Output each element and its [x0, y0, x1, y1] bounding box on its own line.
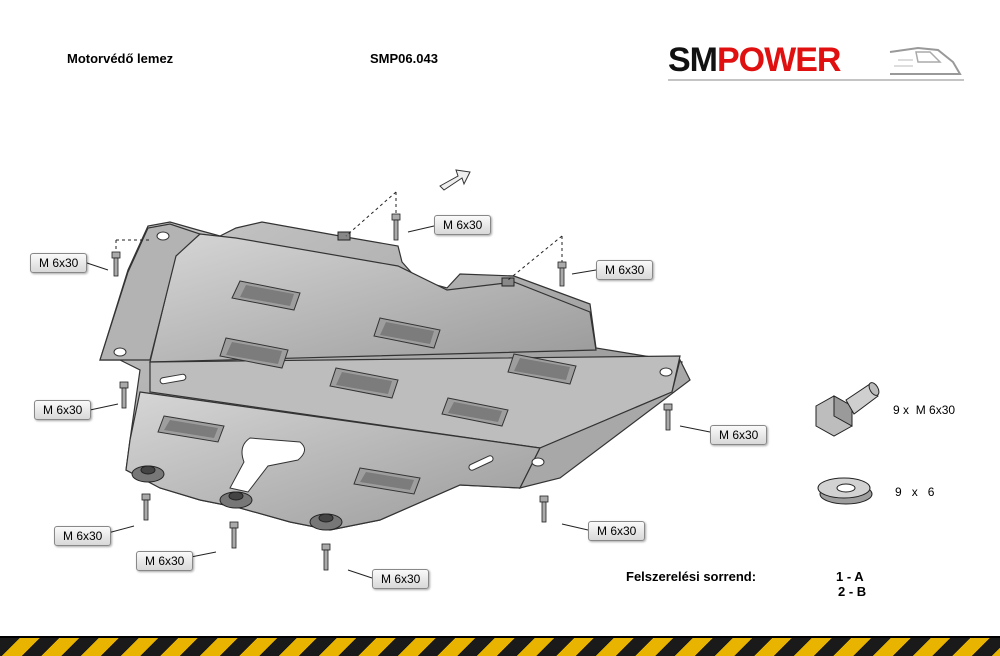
bolt-quantity: 9 x M 6x30 — [893, 403, 956, 417]
callout-bottom-left: M 6x30 — [54, 526, 112, 546]
bolt-markers — [111, 213, 673, 571]
document-title: Motorvédő lemez — [67, 51, 174, 66]
callout-left-top: M 6x30 — [30, 253, 88, 273]
callout-center-top: M 6x30 — [434, 215, 492, 235]
washer-quantity: 9 x 6 — [895, 485, 935, 499]
brand-logo: SMPOWER — [668, 40, 968, 82]
part-code: SMP06.043 — [370, 51, 438, 66]
callout-bottom-center: M 6x30 — [372, 569, 430, 589]
rubber-mounts — [131, 231, 515, 531]
car-silhouette-icon — [668, 46, 964, 81]
callout-right-mid: M 6x30 — [710, 425, 768, 445]
callout-left-mid: M 6x30 — [34, 400, 92, 420]
sequence-label: Felszerelési sorrend: — [626, 569, 757, 584]
hazard-stripe-border — [0, 636, 1000, 656]
brand-power: POWER — [717, 41, 841, 79]
callout-bottom-center-left: M 6x30 — [136, 551, 194, 571]
washer-size: 6 — [927, 485, 935, 499]
bolt-size: M 6x30 — [915, 403, 956, 417]
drain-cutout — [229, 437, 305, 493]
forward-direction-arrow-icon — [439, 169, 471, 191]
sequence-step-1: 1 - A — [836, 569, 864, 584]
leader-lines — [115, 191, 563, 281]
bolt-part-icon — [815, 382, 880, 437]
callout-right-top: M 6x30 — [596, 260, 654, 280]
washer-part-icon — [817, 477, 873, 505]
callout-bottom-right: M 6x30 — [588, 521, 646, 541]
brand-sm: SM — [668, 41, 718, 79]
sequence-step-2: 2 - B — [838, 584, 867, 599]
